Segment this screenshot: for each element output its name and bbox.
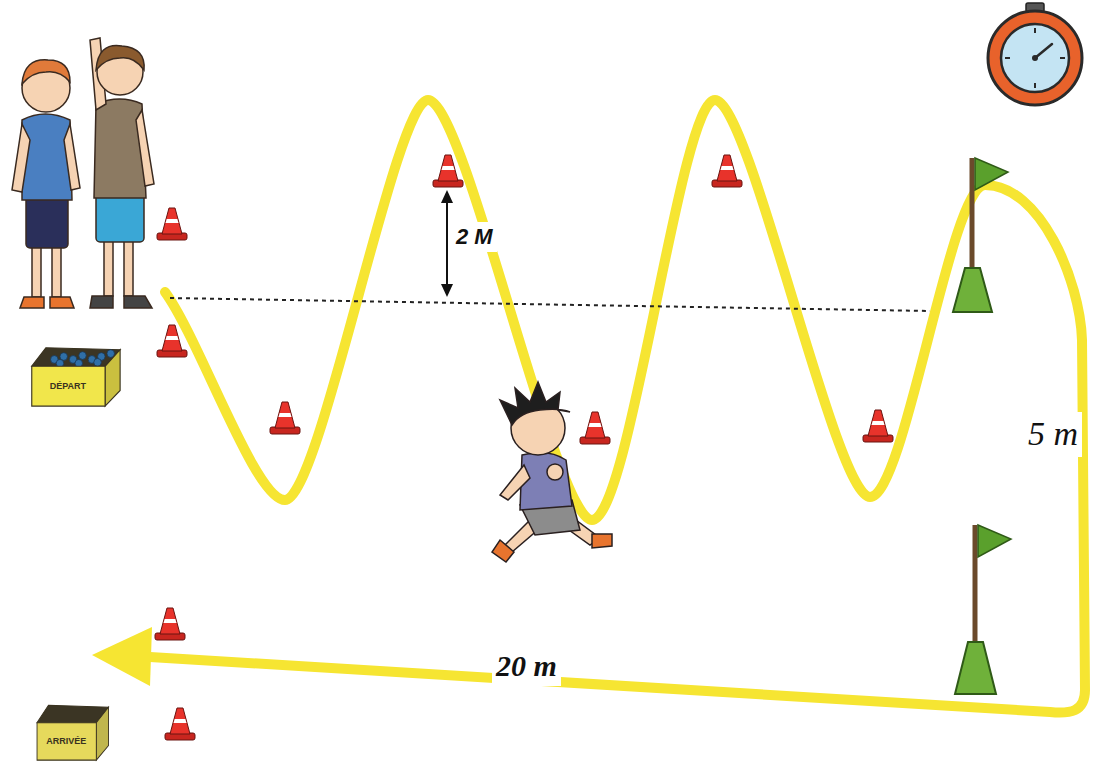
leg: [52, 245, 61, 297]
arm: [12, 124, 30, 192]
running-path: [150, 100, 1085, 713]
box-shape: [34, 698, 110, 762]
hair: [96, 46, 144, 71]
box-front: [37, 723, 96, 760]
traffic-cone: [157, 325, 187, 357]
shorts: [96, 192, 144, 242]
box-side: [96, 707, 108, 760]
box-node: ARRIVÉE: [34, 698, 110, 762]
shirt: [94, 99, 146, 198]
ball: [79, 352, 87, 360]
traffic-cone: [155, 608, 185, 640]
stopwatch: [988, 3, 1082, 105]
cone-body: [170, 708, 190, 734]
leg: [32, 245, 41, 297]
cone-stripe: [589, 423, 602, 427]
traffic-cone: [433, 155, 463, 187]
shoe: [50, 297, 74, 308]
flag-pole: [970, 158, 975, 272]
cone-body: [438, 155, 458, 181]
stopwatch-case: [988, 11, 1082, 105]
standing-boy: [12, 60, 80, 308]
shoe: [592, 534, 612, 548]
traffic-cone: [863, 410, 893, 442]
cone-stripe: [174, 719, 187, 723]
flag-cloth: [978, 525, 1011, 557]
flag-base: [955, 642, 996, 694]
standing-boy: [90, 38, 154, 308]
flag: [953, 158, 1008, 312]
cone-body: [275, 402, 295, 428]
arm: [64, 124, 80, 190]
box-label: ARRIVÉE: [46, 736, 86, 746]
shirt: [22, 114, 72, 200]
stopwatch-pivot: [1032, 55, 1038, 61]
flag-cloth: [975, 158, 1008, 190]
center-line: [170, 298, 930, 311]
traffic-cone: [165, 708, 195, 740]
flag-base: [953, 268, 992, 312]
cone-body: [868, 410, 888, 436]
dimension-label: 20 m: [492, 646, 561, 686]
cone-body: [162, 208, 182, 234]
path-arrowhead: [92, 627, 152, 686]
box-label: DÉPART: [50, 381, 86, 391]
box-front: [32, 366, 105, 406]
cone-stripe: [279, 413, 292, 417]
cone-body: [162, 325, 182, 351]
shoe: [492, 540, 514, 562]
cone-body: [717, 155, 737, 181]
traffic-cone: [580, 412, 610, 444]
cone-body: [585, 412, 605, 438]
traffic-cone: [712, 155, 742, 187]
stopwatch-tick: [1005, 57, 1010, 59]
box-shape: [28, 340, 122, 408]
box-node: DÉPART: [28, 340, 122, 408]
leg: [104, 238, 113, 296]
fist: [547, 464, 563, 480]
cone-stripe: [872, 421, 885, 425]
cone-body: [160, 608, 180, 634]
flag: [955, 525, 1011, 694]
stopwatch-hand: [1035, 44, 1052, 58]
arm: [136, 110, 154, 186]
arm: [500, 465, 530, 500]
dimension-label: 2 M: [452, 222, 497, 252]
box-face: ARRIVÉE: [37, 724, 96, 759]
running-boy: [492, 382, 612, 562]
box-side: [105, 350, 120, 406]
flag-pole: [973, 525, 978, 645]
dimension-arrowhead: [441, 284, 453, 297]
cone-stripe: [164, 619, 177, 623]
dimension-arrowhead: [441, 190, 453, 203]
dimension-arrow: [446, 200, 448, 288]
shoe: [90, 296, 113, 308]
hair: [22, 60, 70, 84]
cone-stripe: [166, 219, 179, 223]
ball: [94, 358, 102, 366]
shoe: [124, 296, 152, 308]
cone-stripe: [166, 336, 179, 340]
hair: [500, 382, 570, 425]
traffic-cone: [270, 402, 300, 434]
stopwatch-tick: [1034, 83, 1036, 88]
stopwatch-face: [1001, 24, 1069, 92]
box-face: DÉPART: [32, 367, 104, 404]
stopwatch-tick: [1060, 57, 1065, 59]
stopwatch-tick: [1034, 28, 1036, 33]
dimension-label: 5 m: [1024, 412, 1082, 457]
shoe: [20, 297, 44, 308]
leg: [124, 238, 133, 296]
cone-stripe: [721, 166, 734, 170]
traffic-cone: [157, 208, 187, 240]
cone-stripe: [442, 166, 455, 170]
